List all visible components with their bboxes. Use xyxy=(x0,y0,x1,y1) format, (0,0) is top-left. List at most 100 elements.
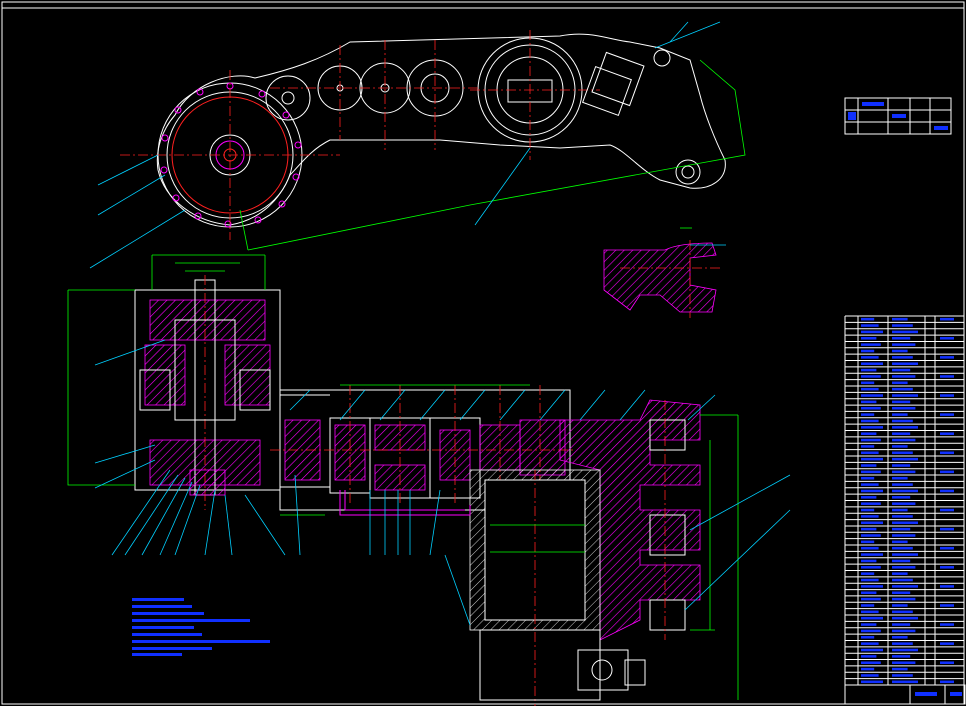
table-cell-text xyxy=(861,489,883,493)
table-cell-text xyxy=(892,667,908,671)
fork-detail-view xyxy=(603,227,726,318)
table-cell-text xyxy=(892,336,911,340)
table-cell-text xyxy=(892,496,911,499)
table-cell-text xyxy=(892,445,908,448)
table-cell-text xyxy=(892,591,911,595)
table-cell-text xyxy=(892,368,911,372)
table-cell-text xyxy=(892,438,916,442)
table-cell-text xyxy=(940,661,954,665)
table-cell-text xyxy=(861,368,877,372)
table-cell-text xyxy=(940,508,954,512)
table-cell-text xyxy=(861,432,877,435)
table-cell-text xyxy=(861,680,883,684)
table-cell-text xyxy=(940,546,954,550)
table-cell-text xyxy=(892,324,913,327)
table-cell-text xyxy=(940,394,954,397)
parts-table xyxy=(844,315,965,686)
arm-outline-top-view xyxy=(89,21,746,269)
table-cell-text xyxy=(861,476,875,480)
table-cell-text xyxy=(861,336,877,340)
table-cell-text xyxy=(892,534,916,537)
table-cell-text xyxy=(861,566,881,569)
table-cell-text xyxy=(861,438,881,442)
table-cell-text xyxy=(861,648,883,652)
table-cell-text xyxy=(892,616,918,620)
table-cell-text xyxy=(861,457,883,461)
table-cell-text xyxy=(940,470,954,474)
table-cell-text xyxy=(940,642,954,645)
table-cell-text xyxy=(861,394,883,397)
table-cell-text xyxy=(861,426,883,429)
table-cell-text xyxy=(940,566,954,569)
table-cell-text xyxy=(892,362,918,365)
table-cell-text xyxy=(940,336,954,340)
table-cell-text xyxy=(892,540,908,544)
table-cell-text xyxy=(892,610,913,614)
table-cell-text xyxy=(892,623,911,626)
table-cell-text xyxy=(861,483,879,486)
table-cell-text xyxy=(892,476,908,480)
table-cell-text xyxy=(861,655,877,658)
table-cell-text xyxy=(892,546,913,550)
table-cell-text xyxy=(861,324,879,327)
table-cell-text xyxy=(861,642,879,645)
table-cell-text xyxy=(892,483,913,486)
table-cell-text xyxy=(861,413,875,416)
table-cell-text xyxy=(892,636,908,639)
table-cell-text xyxy=(861,496,877,499)
table-cell-text xyxy=(940,489,954,493)
table-cell-text xyxy=(861,559,877,563)
table-cell-text xyxy=(861,623,877,626)
table-cell-text xyxy=(861,553,883,556)
table-cell-text xyxy=(892,527,911,531)
table-cell-text xyxy=(940,604,954,607)
table-cell-text xyxy=(892,457,918,461)
table-cell-text xyxy=(892,426,918,429)
table-cell-text xyxy=(861,585,883,588)
table-cell-text xyxy=(861,597,881,601)
table-cell-text xyxy=(892,317,908,321)
table-cell-text xyxy=(892,394,918,397)
table-cell-text xyxy=(861,674,879,677)
gearbox-section-view xyxy=(67,254,791,706)
table-cell-text xyxy=(861,578,879,582)
table-cell-text xyxy=(861,572,875,575)
table-cell-text xyxy=(861,464,877,467)
table-cell-text xyxy=(861,604,875,607)
table-cell-text xyxy=(892,406,916,410)
table-cell-text xyxy=(861,616,883,620)
table-cell-text xyxy=(892,553,918,556)
table-cell-text xyxy=(861,330,883,334)
table-cell-text xyxy=(861,610,879,614)
table-cell-text xyxy=(892,464,911,467)
table-cell-text xyxy=(892,648,918,652)
table-cell-text xyxy=(892,566,916,569)
table-cell-text xyxy=(892,572,908,575)
title-block xyxy=(844,684,966,705)
table-cell-text xyxy=(940,623,954,626)
table-cell-text xyxy=(861,343,881,346)
table-cell-text xyxy=(892,387,913,391)
table-cell-text xyxy=(861,667,875,671)
table-cell-text xyxy=(861,534,881,537)
table-cell-text xyxy=(892,356,913,359)
table-cell-text xyxy=(940,356,954,359)
table-cell-text xyxy=(940,375,954,378)
table-cell-text xyxy=(861,349,875,353)
table-cell-text xyxy=(861,381,875,385)
table-cell-text xyxy=(940,680,954,684)
table-cell-text xyxy=(861,591,877,595)
table-cell-text xyxy=(892,597,916,601)
table-cell-text xyxy=(861,470,881,474)
table-cell-text xyxy=(861,521,883,525)
table-cell-text xyxy=(861,445,875,448)
table-cell-text xyxy=(940,527,954,531)
table-cell-text xyxy=(861,400,877,404)
table-cell-text xyxy=(892,432,911,435)
table-cell-text xyxy=(892,502,916,505)
table-cell-text xyxy=(892,400,911,404)
table-cell-text xyxy=(892,419,913,423)
table-cell-text xyxy=(892,604,908,607)
table-cell-text xyxy=(861,629,881,633)
small-spec-table xyxy=(844,97,952,135)
